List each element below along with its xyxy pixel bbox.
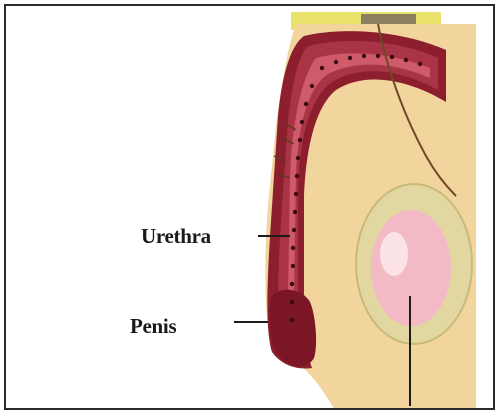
urethra-label: Urethra bbox=[141, 224, 211, 249]
penis-label: Penis bbox=[130, 314, 176, 339]
diagram-frame: Urethra Penis bbox=[4, 4, 495, 410]
testis-highlight bbox=[380, 232, 408, 276]
anatomy-illustration bbox=[6, 6, 495, 410]
